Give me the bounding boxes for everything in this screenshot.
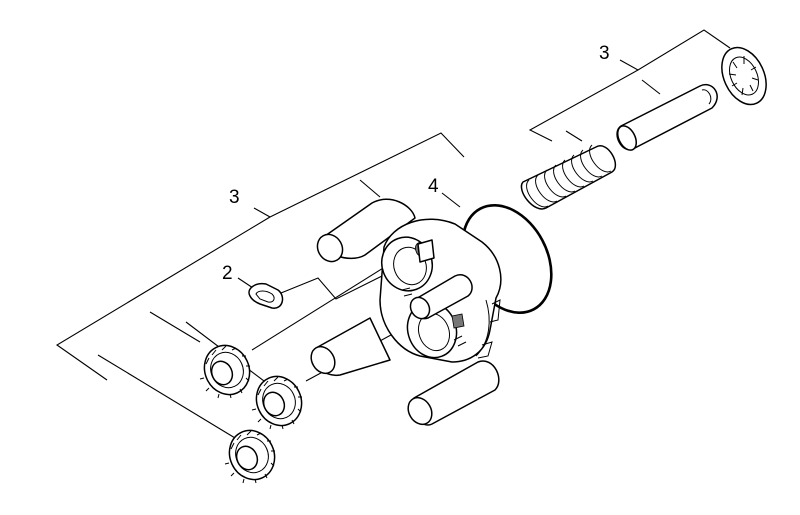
gasket-ring-bottom — [224, 429, 276, 484]
seal — [248, 282, 284, 309]
gasket-ring-top — [199, 344, 251, 399]
spring — [520, 144, 617, 210]
callout-2: 2 — [222, 263, 233, 284]
callout-4: 4 — [428, 176, 439, 197]
valve-cylinder — [616, 83, 718, 151]
leader-lines-right-group — [528, 29, 731, 142]
valve-cap — [721, 46, 767, 106]
valve-housing — [310, 198, 502, 426]
callout-3-left: 3 — [229, 187, 240, 208]
callout-3-right: 3 — [599, 43, 610, 64]
gasket-ring-middle — [251, 375, 303, 430]
